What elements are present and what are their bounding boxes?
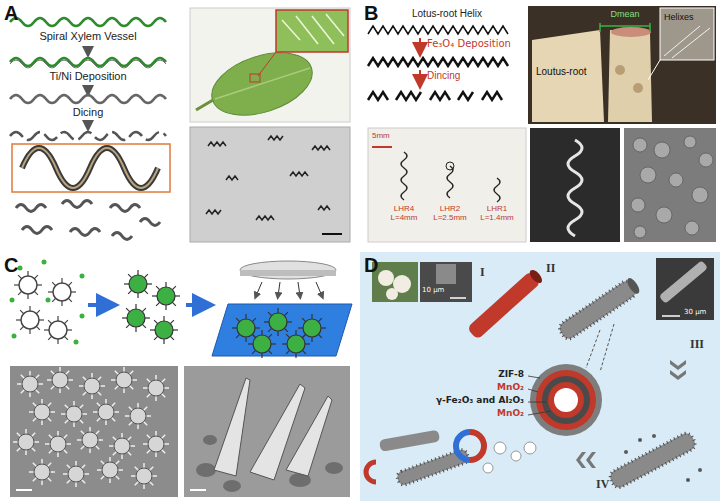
step-number: II [546,262,555,276]
panel-letter: A [4,2,18,25]
photo-label: Helixes [664,12,694,22]
step-number: IV [596,478,609,492]
panel-letter: C [4,254,18,277]
sample-label: LHR2 L=2.5mm [427,204,473,222]
step-label: Fe₃O₄ Deposition [427,38,511,50]
sample-label: LHR4 L=4mm [381,204,427,222]
layer-label: γ-Fe₂O₃ and Al₂O₃ [436,395,524,405]
scale-label: 10 μm [422,286,444,294]
dimension-label: Dmean [610,9,639,19]
step-number: III [690,338,704,352]
step-label: Lotus-root Helix [412,8,482,20]
layer-label: MnO₂ [497,408,524,418]
layer-label: MnO₂ [497,382,524,392]
layer-label: ZIF-8 [498,369,524,379]
step-label: Spiral Xylem Vessel [39,30,136,43]
scale-label: 30 μm [684,308,706,316]
step-label: Dicing [73,106,104,119]
step-label: Ti/Ni Deposition [49,70,126,83]
panel-letter: B [364,2,378,25]
step-number: I [480,266,485,280]
panel-letter: D [364,254,378,277]
step-label: Dincing [427,70,460,82]
sample-label: LHR1 L=1.4mm [474,204,520,222]
scale-label: 5mm [372,131,390,140]
photo-label: Loutus-root [536,66,587,78]
